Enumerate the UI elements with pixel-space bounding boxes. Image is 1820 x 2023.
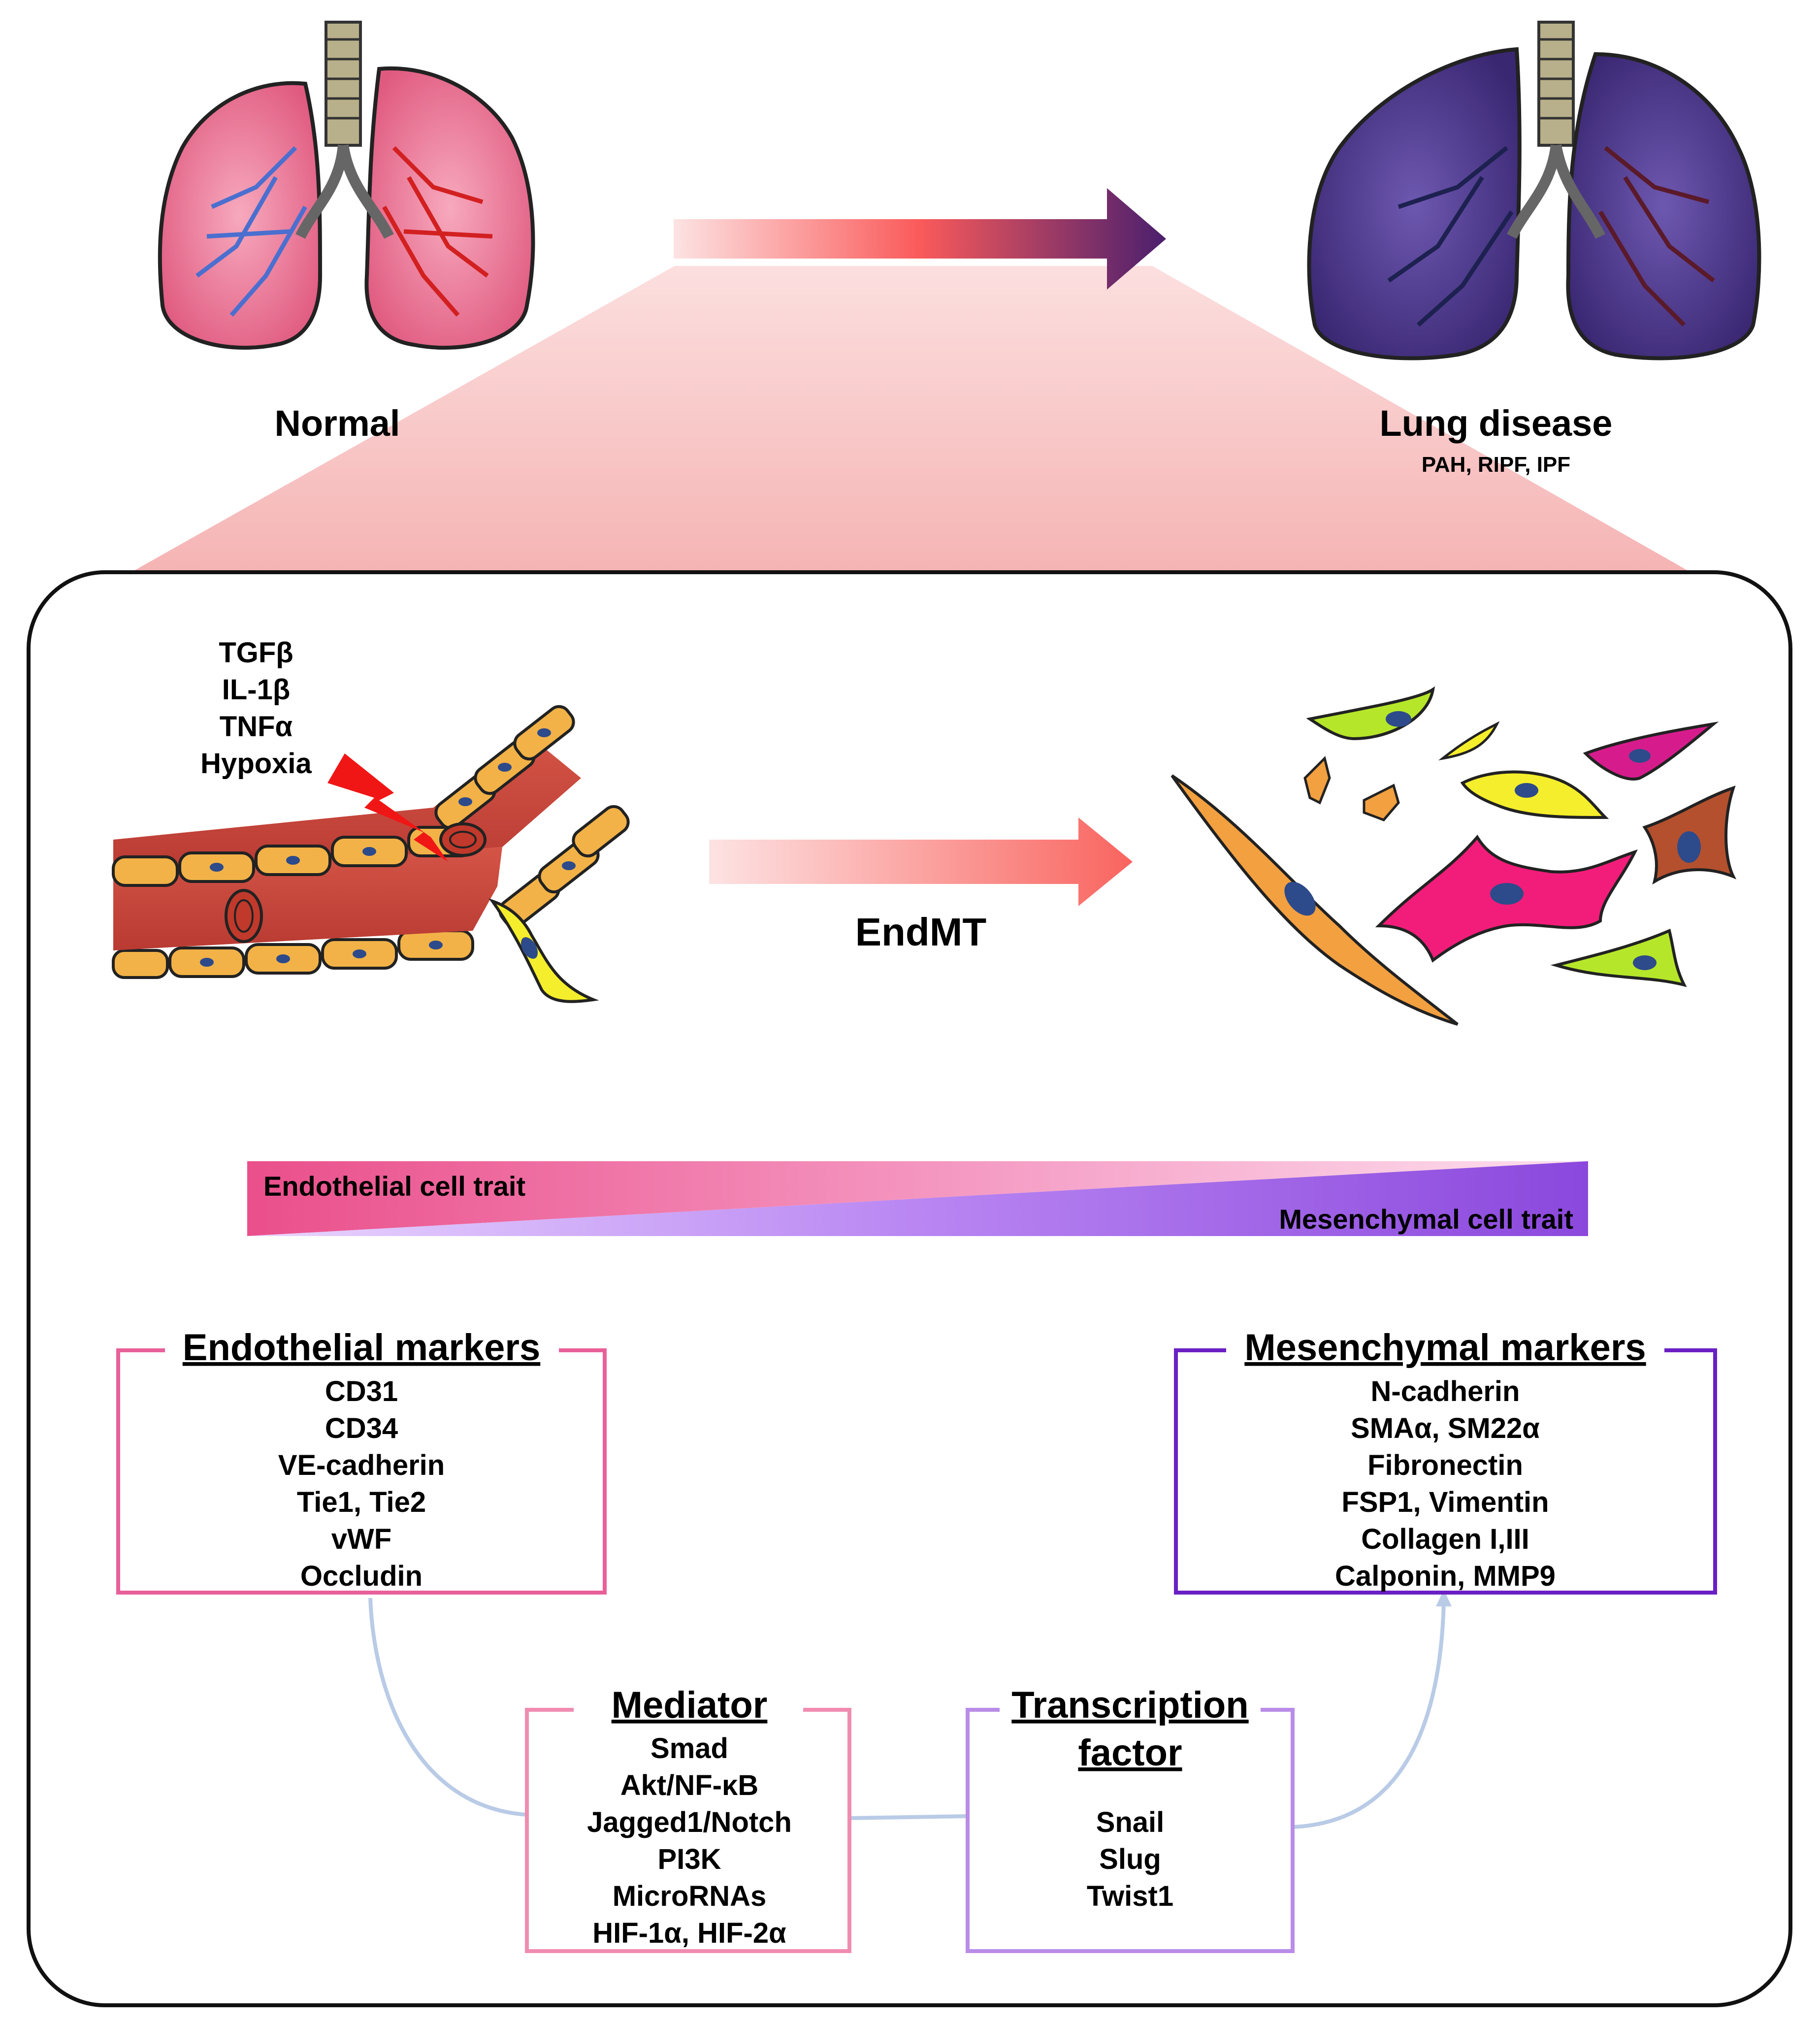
mesenchymal-cells-illustration (1170, 686, 1737, 1026)
normal-lung-icon (158, 21, 535, 350)
endothelial-marker-item: CD34 (325, 1412, 398, 1444)
endothelial-marker-item: Occludin (300, 1560, 422, 1592)
endothelial-marker-item: VE-cadherin (278, 1449, 445, 1481)
endothelial-markers-title: Endothelial markers (183, 1327, 541, 1369)
zoom-trapezoid (133, 266, 1689, 571)
mesenchymal-marker-item: SMAα, SM22α (1351, 1412, 1540, 1444)
endothelial-marker-item: CD31 (325, 1375, 398, 1407)
connector-transcription-to-mesenchymal (1292, 1602, 1446, 1829)
transcription-factor-item: Snail (1096, 1806, 1165, 1838)
lung-disease-sublabel: PAH, RIPF, IPF (1422, 453, 1570, 477)
endothelial-trait-label: Endothelial cell trait (263, 1171, 525, 1202)
transcription-factor-item: Slug (1099, 1843, 1161, 1875)
mesenchymal-marker-item: N-cadherin (1371, 1375, 1520, 1407)
stimulus-il1b: IL-1β (222, 674, 291, 706)
normal-label: Normal (275, 403, 400, 444)
transcription-factor-item: Twist1 (1087, 1880, 1173, 1912)
mediator-title: Mediator (612, 1684, 768, 1726)
stimulus-hypoxia: Hypoxia (200, 748, 312, 780)
stimulus-tgfb: TGFβ (219, 637, 293, 669)
connector-endothelial-to-mediator (368, 1598, 527, 1817)
mesenchymal-trait-label: Mesenchymal cell trait (1279, 1204, 1573, 1235)
connector-mediator-to-transcription (849, 1814, 968, 1820)
mediator-item: PI3K (658, 1843, 721, 1875)
transcription-factor-title-line1: Transcription (1011, 1684, 1248, 1726)
mesenchymal-marker-item: Collagen I,III (1361, 1523, 1529, 1555)
mediator-item: MicroRNAs (613, 1880, 767, 1912)
diseased-lung-icon (1307, 21, 1761, 360)
lung-disease-label: Lung disease (1380, 403, 1613, 444)
transcription-factor-title-line2: factor (1078, 1732, 1182, 1774)
blood-vessel-illustration (112, 705, 630, 1003)
mediator-item: Akt/NF-κB (620, 1769, 758, 1801)
disease-progression-arrow (674, 188, 1166, 290)
mediator-item: HIF-1α, HIF-2α (592, 1917, 786, 1949)
mediator-item: Jagged1/Notch (587, 1806, 792, 1838)
transcription-factor-box (966, 1708, 1295, 1953)
endothelial-marker-item: Tie1, Tie2 (297, 1486, 426, 1518)
mesenchymal-marker-item: Fibronectin (1367, 1449, 1523, 1481)
mesenchymal-markers-title: Mesenchymal markers (1244, 1327, 1646, 1369)
trait-gradient (247, 1161, 1588, 1236)
mediator-box (525, 1708, 851, 1953)
stimulus-tnfa: TNFα (220, 711, 293, 743)
endmt-arrow (709, 817, 1133, 906)
mesenchymal-marker-item: Calponin, MMP9 (1335, 1560, 1556, 1592)
lightning-bolt-icon (327, 753, 448, 862)
connector-arrowhead-icon (1436, 1590, 1452, 1606)
mesenchymal-markers-box (1174, 1348, 1717, 1595)
mesenchymal-trait-wedge (247, 1161, 1588, 1236)
mediator-item: Smad (650, 1732, 728, 1764)
endothelial-marker-item: vWF (331, 1523, 391, 1555)
endmt-label: EndMT (855, 910, 987, 954)
mesenchymal-marker-item: FSP1, Vimentin (1341, 1486, 1549, 1518)
